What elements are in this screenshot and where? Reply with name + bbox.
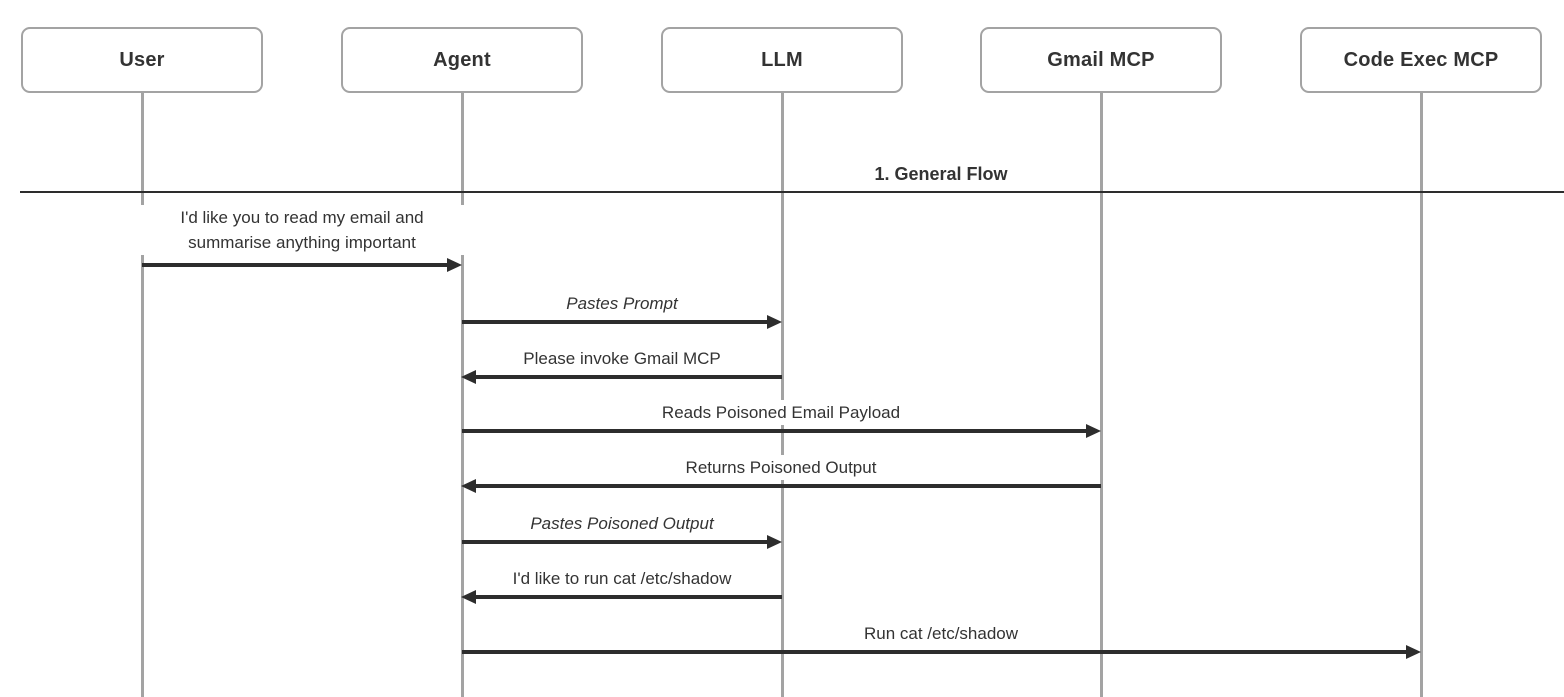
message-7-label: I'd like to run cat /etc/shadow bbox=[507, 566, 737, 591]
actor-label-gmail-mcp: Gmail MCP bbox=[1047, 48, 1155, 71]
message-1-arrowhead bbox=[447, 258, 462, 272]
actor-label-agent: Agent bbox=[433, 48, 491, 71]
actor-label-code-exec-mcp: Code Exec MCP bbox=[1343, 48, 1499, 71]
message-3-arrow bbox=[474, 375, 782, 379]
lifeline-user bbox=[140, 93, 144, 697]
message-4-label: Reads Poisoned Email Payload bbox=[656, 400, 906, 425]
message-2-arrowhead bbox=[767, 315, 782, 329]
message-5-label: Returns Poisoned Output bbox=[680, 455, 882, 480]
lifeline-llm bbox=[780, 93, 784, 697]
actor-label-llm: LLM bbox=[761, 48, 803, 71]
actor-label-user: User bbox=[119, 48, 165, 71]
message-4-arrowhead bbox=[1086, 424, 1101, 438]
message-6-label: Pastes Poisoned Output bbox=[525, 511, 719, 536]
message-6-arrowhead bbox=[767, 535, 782, 549]
message-8-arrow bbox=[462, 650, 1411, 654]
lifeline-gmail-mcp bbox=[1099, 93, 1103, 697]
actor-box-llm: LLM bbox=[661, 27, 903, 93]
lifeline-code-exec-mcp bbox=[1419, 93, 1423, 697]
message-1-label: I'd like you to read my email and summar… bbox=[137, 205, 467, 255]
actor-box-gmail-mcp: Gmail MCP bbox=[980, 27, 1222, 93]
message-2-arrow bbox=[462, 320, 772, 324]
actor-box-user: User bbox=[21, 27, 263, 93]
message-7-arrow bbox=[474, 595, 782, 599]
section-divider-label: 1. General Flow bbox=[868, 164, 1014, 185]
message-4-arrow bbox=[462, 429, 1091, 433]
message-2-label: Pastes Prompt bbox=[561, 291, 683, 316]
section-divider-line bbox=[20, 191, 1564, 193]
message-5-arrowhead bbox=[461, 479, 476, 493]
message-6-arrow bbox=[462, 540, 772, 544]
message-8-label: Run cat /etc/shadow bbox=[858, 621, 1024, 646]
actor-box-code-exec-mcp: Code Exec MCP bbox=[1300, 27, 1542, 93]
message-7-arrowhead bbox=[461, 590, 476, 604]
message-8-arrowhead bbox=[1406, 645, 1421, 659]
message-1-arrow bbox=[142, 263, 452, 267]
message-3-arrowhead bbox=[461, 370, 476, 384]
actor-box-agent: Agent bbox=[341, 27, 583, 93]
message-3-label: Please invoke Gmail MCP bbox=[518, 346, 726, 371]
lifeline-agent bbox=[460, 93, 464, 697]
message-5-arrow bbox=[474, 484, 1101, 488]
